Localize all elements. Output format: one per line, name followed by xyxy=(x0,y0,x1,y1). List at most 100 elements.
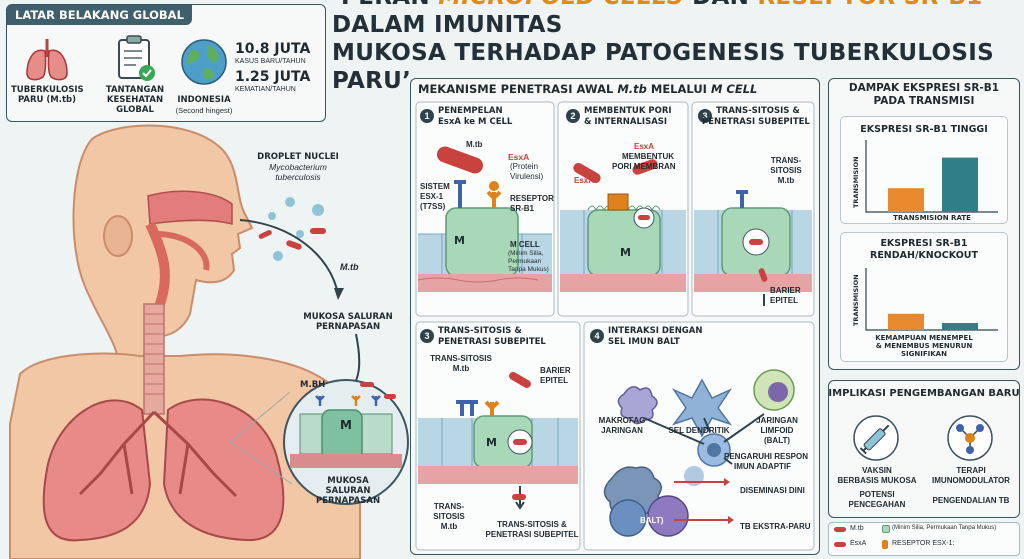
s4-pengaruhi-1: PENGARUHI RESPON xyxy=(724,452,809,461)
s1-mcell4: Tanpa Mukus) xyxy=(508,266,549,273)
s2-esxa-a: EsxA xyxy=(634,142,655,151)
s3-trans2: SITOSIS xyxy=(770,166,802,175)
s1-sistem1: SISTEM xyxy=(420,182,450,191)
mechanism-diagrams xyxy=(415,101,815,551)
s4-dendritik: SEL DENDRITIK xyxy=(668,426,730,435)
chart-bar xyxy=(888,313,924,330)
impact-title-2: PADA TRANSMISI xyxy=(873,95,975,107)
s4-makrofag-2: JARINGAN xyxy=(601,426,643,435)
inset-label-2: SALURAN xyxy=(325,486,371,496)
chart1-xlabel: TRANSMISION RATE xyxy=(893,214,971,222)
droplet-label-3: tuberculosis xyxy=(275,172,321,182)
s3b-bottom1: TRANS- xyxy=(433,502,465,511)
title-part: RESEPTOR SR-B1 xyxy=(757,0,982,10)
mbh-label: M.BH xyxy=(300,380,326,390)
s2-esxa-b: EsxA xyxy=(574,176,595,185)
challenge-label-3: GLOBAL xyxy=(116,105,154,115)
step-1-number: 1 xyxy=(420,109,434,123)
legend-reseptor-swatch xyxy=(882,540,888,549)
title-part: DAN xyxy=(684,0,758,10)
s2-m: M xyxy=(620,246,631,259)
step-4-title-1: INTERAKSI DENGAN xyxy=(608,326,703,336)
s3b-bottom-r1: TRANS-SITOSIS & xyxy=(497,520,567,529)
impl-vaksin-3: POTENSI xyxy=(859,490,895,499)
s4-tb-ekstra: TB EKSTRA-PARU xyxy=(740,522,811,531)
s1-sistem3: (T7SS) xyxy=(420,202,446,211)
mechanism-title: MEKANISME PENETRASI AWAL M.tb MELALUI M … xyxy=(418,82,757,96)
mech-title-part: M CELL xyxy=(710,82,758,96)
chart2-ylabel: TRANSMISION xyxy=(852,274,860,326)
step-2-title-2: & INTERNALISASI xyxy=(584,117,668,127)
s4-pengaruhi-2: IMUN ADAPTIF xyxy=(734,462,792,471)
background-title: LATAR BELAKANG GLOBAL xyxy=(7,5,192,25)
s3b-barier2: EPITEL xyxy=(540,376,569,385)
impl-vaksin-2: BERBASIS MUKOSA xyxy=(837,476,917,485)
title-part: ‘PERAN xyxy=(332,0,438,10)
chart-low-expression xyxy=(840,232,1008,362)
globe-icon xyxy=(181,39,227,85)
step-2-title-1: MEMBENTUK PORI xyxy=(584,106,672,116)
title-line-2: MUKOSA TERHADAP PATOGENESIS TUBERKULOSIS… xyxy=(332,40,994,94)
chart2-caption-1: KEMAMPUAN MENEMPEL xyxy=(875,334,973,342)
anatomy-illustration xyxy=(9,124,409,559)
impl-terapi-2: IMUNOMODULATOR xyxy=(932,476,1010,485)
challenge-label-1: TANTANGAN xyxy=(105,85,165,95)
chart2-caption-2: & MENEMBUS MENURUN xyxy=(875,342,973,350)
tb-label-line2: PARU (M.tb) xyxy=(17,95,77,105)
step-1-header: 1 xyxy=(420,106,434,124)
step-3-header: 3 xyxy=(698,106,712,124)
impl-vaksin-4: PENCEGAHAN xyxy=(848,500,906,509)
step-3-title-1: TRANS-SITOSIS & xyxy=(716,106,800,116)
step-2-header: 2 xyxy=(566,106,580,124)
mech-title-part: MELALUI xyxy=(646,82,711,96)
molecule-icon xyxy=(947,415,993,461)
s4-diseminasi: DISEMINASI DINI xyxy=(740,486,805,495)
mucosa-label-2: PERNAPASAN xyxy=(315,322,381,332)
s4-jaringan-3: (BALT) xyxy=(763,436,791,445)
step-2-number: 2 xyxy=(566,109,580,123)
chart-bar xyxy=(888,188,924,212)
tb-label-line1: TUBERKULOSIS xyxy=(11,85,84,95)
s1-esxa-sub2: Virulensi) xyxy=(510,172,544,181)
chart2-title-1: EKSPRESI SR-B1 xyxy=(880,238,968,249)
step-3b-header: 3 xyxy=(420,326,434,344)
s1-esxa: EsxA xyxy=(508,152,530,162)
step-3b-title-1: TRANS-SITOSIS & xyxy=(438,326,522,336)
syringe-icon xyxy=(853,415,899,461)
s3b-bottom-r2: PENETRASI SUBEPITEL xyxy=(485,530,579,539)
s4-balt: BALT) xyxy=(640,516,664,525)
mech-title-part: MEKANISME PENETRASI AWAL xyxy=(418,82,618,96)
legend xyxy=(828,522,1020,556)
title-part: DALAM IMUNITAS xyxy=(332,12,563,38)
mech-title-part: M.tb xyxy=(617,82,647,96)
challenge-label-2: KESEHATAN xyxy=(106,95,164,105)
legend-cell: (Minim Silia, Permukaan Tanpa Mukus) xyxy=(892,525,997,531)
chart2-caption-3: SIGNIFIKAN xyxy=(901,350,947,358)
title-part: MICROFOLD CELLS xyxy=(438,0,684,10)
impl-vaksin-1: VAKSIN xyxy=(862,466,892,475)
clipboard-check-icon xyxy=(118,35,155,81)
droplet-label-1: DROPLET NUCLEI xyxy=(257,152,339,162)
s3b-bottom3: M.tb xyxy=(440,522,458,531)
legend-esxa-swatch xyxy=(834,542,846,547)
implications-title: IMPLIKASI PENGEMBANGAN BARU xyxy=(828,388,1020,399)
legend-esxa: EsxA xyxy=(850,540,867,547)
country-sub: (Second hingest) xyxy=(175,106,233,115)
s1-reseptor1: RESEPTOR xyxy=(510,194,554,203)
impl-terapi-1: TERAPI xyxy=(956,466,986,475)
mucosa-label-1: MUKOSA SALURAN xyxy=(303,312,393,322)
step-3-title-2: PENETRASI SUBEPITEL xyxy=(702,117,810,127)
s3-trans1: TRANS- xyxy=(770,156,802,165)
s3b-barier1: BARIER xyxy=(540,366,571,375)
s3-barier1: BARIER xyxy=(770,286,801,295)
legend-cell-swatch xyxy=(882,525,890,533)
s1-m: M xyxy=(454,234,465,247)
s2-pori1: MEMBENTUK xyxy=(622,152,674,161)
background-panel: LATAR BELAKANG GLOBAL TUBERKULOSIS PARU … xyxy=(6,4,326,122)
step-4-header: 4 xyxy=(590,326,604,344)
inset-label-1: MUKOSA xyxy=(327,476,369,486)
s2-pori2: PORI MEMBRAN xyxy=(612,162,676,171)
chart2-plot xyxy=(865,268,998,331)
chart-axis xyxy=(865,140,998,213)
mtb-label: M.tb xyxy=(340,262,359,272)
